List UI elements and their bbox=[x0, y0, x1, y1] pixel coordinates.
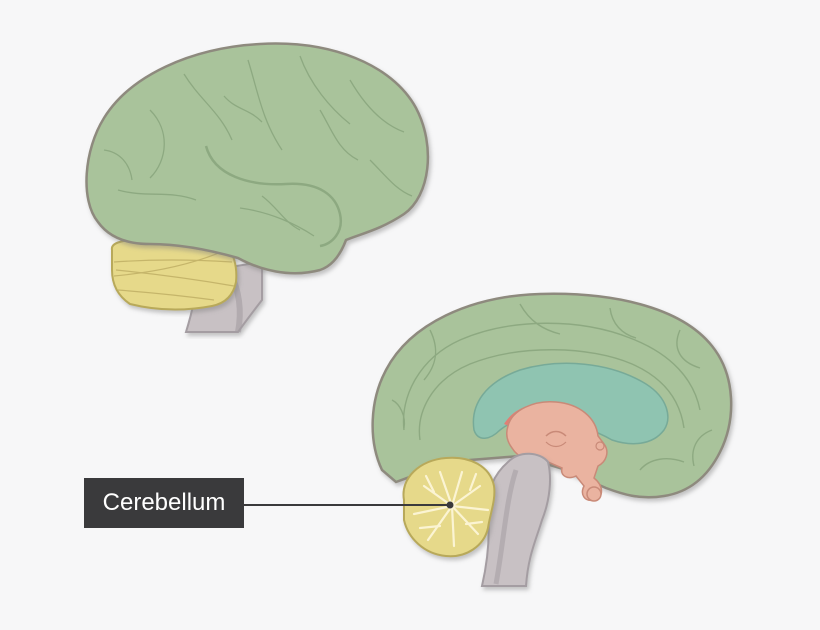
lateral-cerebellum-folia bbox=[113, 249, 235, 301]
label-pointer-dot bbox=[446, 501, 454, 509]
lateral-brain-view bbox=[85, 42, 430, 333]
midsagittal-brain-view bbox=[371, 292, 733, 587]
cerebellum-label-text: Cerebellum bbox=[102, 489, 226, 516]
cerebellum-label: Cerebellum bbox=[84, 478, 244, 528]
pituitary bbox=[586, 486, 602, 502]
midsagittal-sulci bbox=[391, 303, 713, 471]
arbor-vitae bbox=[412, 470, 490, 548]
lateral-sulci bbox=[103, 55, 413, 248]
lateral-cerebrum[interactable] bbox=[85, 42, 430, 275]
